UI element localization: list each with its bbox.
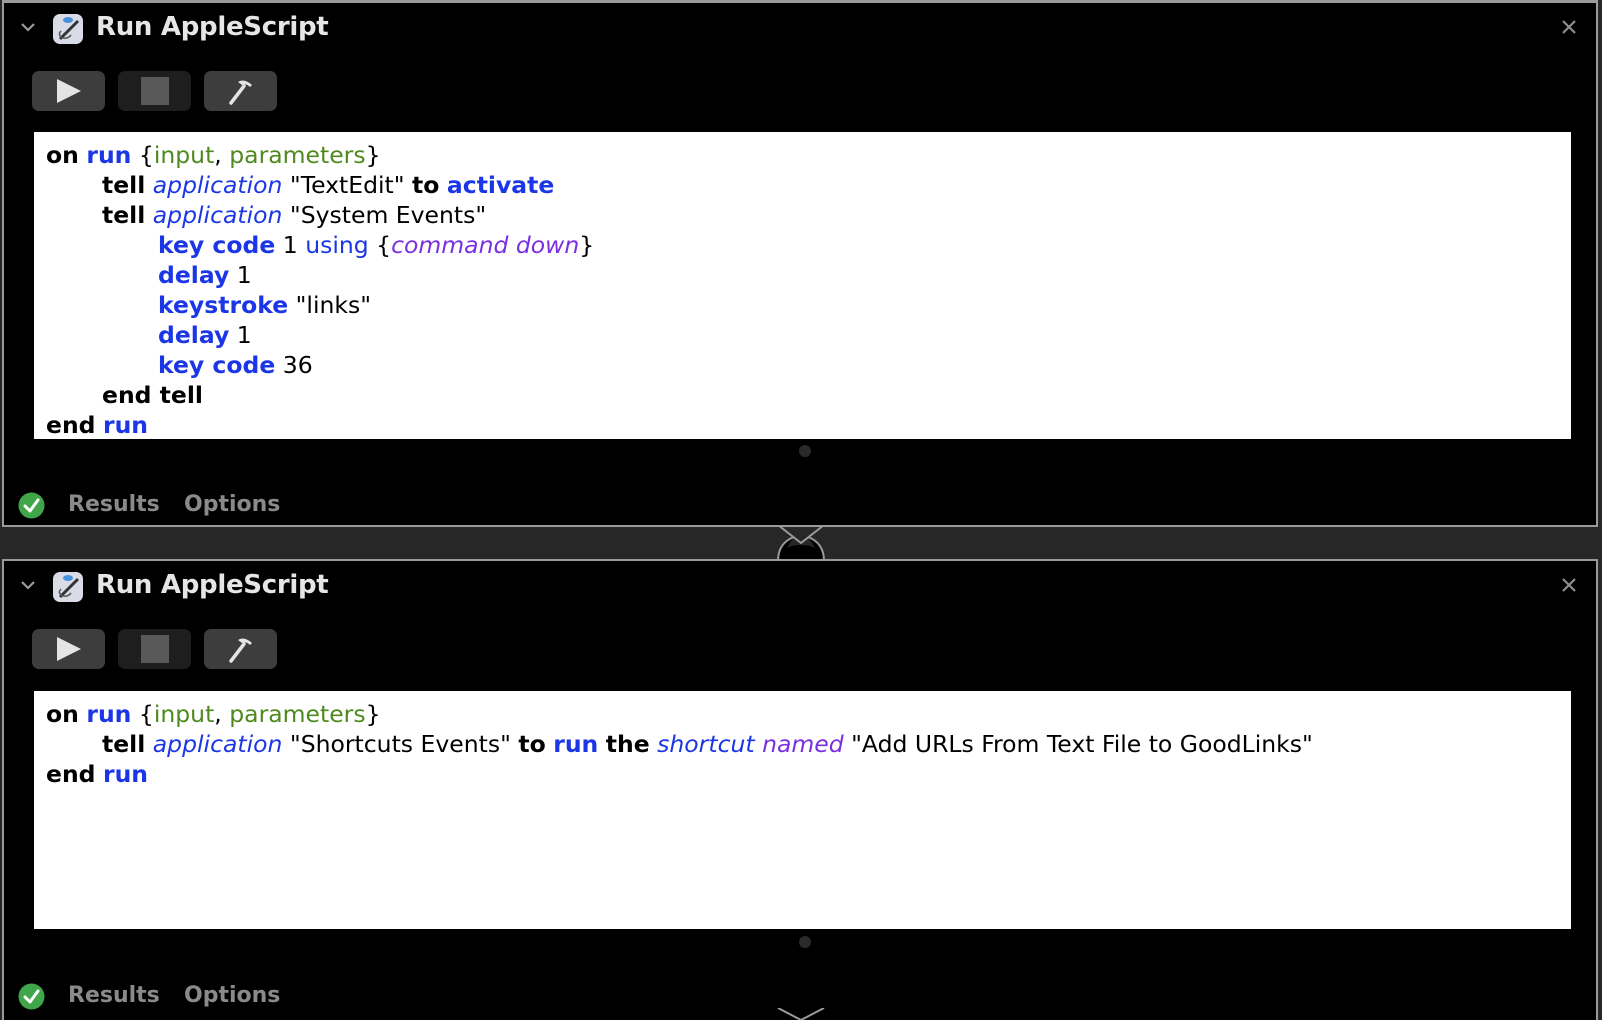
code-line: end run	[46, 760, 149, 788]
code-line: on run {input, parameters}	[46, 141, 381, 169]
success-check-icon	[18, 492, 45, 519]
action-connector	[777, 525, 825, 561]
options-tab[interactable]: Options	[184, 492, 281, 517]
stop-button[interactable]	[118, 629, 191, 669]
compile-button[interactable]	[204, 629, 277, 669]
code-line: tell application "Shortcuts Events" to r…	[102, 730, 1313, 758]
action-title: Run AppleScript	[96, 12, 329, 42]
options-tab[interactable]: Options	[184, 983, 281, 1008]
action-run-applescript-2: Run AppleScript on run {input, parameter…	[2, 559, 1598, 1020]
hammer-icon	[228, 638, 252, 663]
stop-icon	[140, 635, 169, 663]
code-line: key code 1 using {command down}	[158, 231, 595, 259]
stop-icon	[140, 77, 169, 105]
code-line: delay 1	[158, 321, 252, 349]
script-editor-icon	[53, 572, 83, 602]
code-line: tell application "TextEdit" to activate	[102, 171, 555, 199]
success-check-icon	[18, 983, 45, 1010]
resize-handle[interactable]	[799, 445, 811, 457]
code-line: delay 1	[158, 261, 252, 289]
script-editor-icon	[53, 14, 83, 44]
action-header: Run AppleScript	[4, 3, 1596, 55]
code-line: end run	[46, 411, 149, 439]
action-header: Run AppleScript	[4, 561, 1596, 613]
chevron-down-icon[interactable]	[18, 17, 38, 37]
chevron-down-icon[interactable]	[18, 575, 38, 595]
action-run-applescript-1: Run AppleScript on run {input, parameter…	[2, 0, 1598, 527]
results-tab[interactable]: Results	[68, 983, 160, 1008]
code-line: on run {input, parameters}	[46, 700, 381, 728]
run-button[interactable]	[32, 629, 105, 669]
compile-button[interactable]	[204, 71, 277, 111]
stop-button[interactable]	[118, 71, 191, 111]
run-button[interactable]	[32, 71, 105, 111]
hammer-icon	[228, 80, 252, 105]
results-tab[interactable]: Results	[68, 492, 160, 517]
code-line: end tell	[102, 381, 203, 409]
action-connector-bottom	[777, 1008, 825, 1020]
action-title: Run AppleScript	[96, 570, 329, 600]
play-icon	[56, 637, 81, 661]
code-line: tell application "System Events"	[102, 201, 487, 229]
close-icon[interactable]	[1560, 18, 1578, 36]
resize-handle[interactable]	[799, 936, 811, 948]
code-line: key code 36	[158, 351, 313, 379]
code-line: keystroke "links"	[158, 291, 372, 319]
close-icon[interactable]	[1560, 576, 1578, 594]
script-editor[interactable]: on run {input, parameters}tell applicati…	[34, 132, 1571, 439]
script-editor[interactable]: on run {input, parameters}tell applicati…	[34, 691, 1571, 929]
play-icon	[56, 79, 81, 103]
